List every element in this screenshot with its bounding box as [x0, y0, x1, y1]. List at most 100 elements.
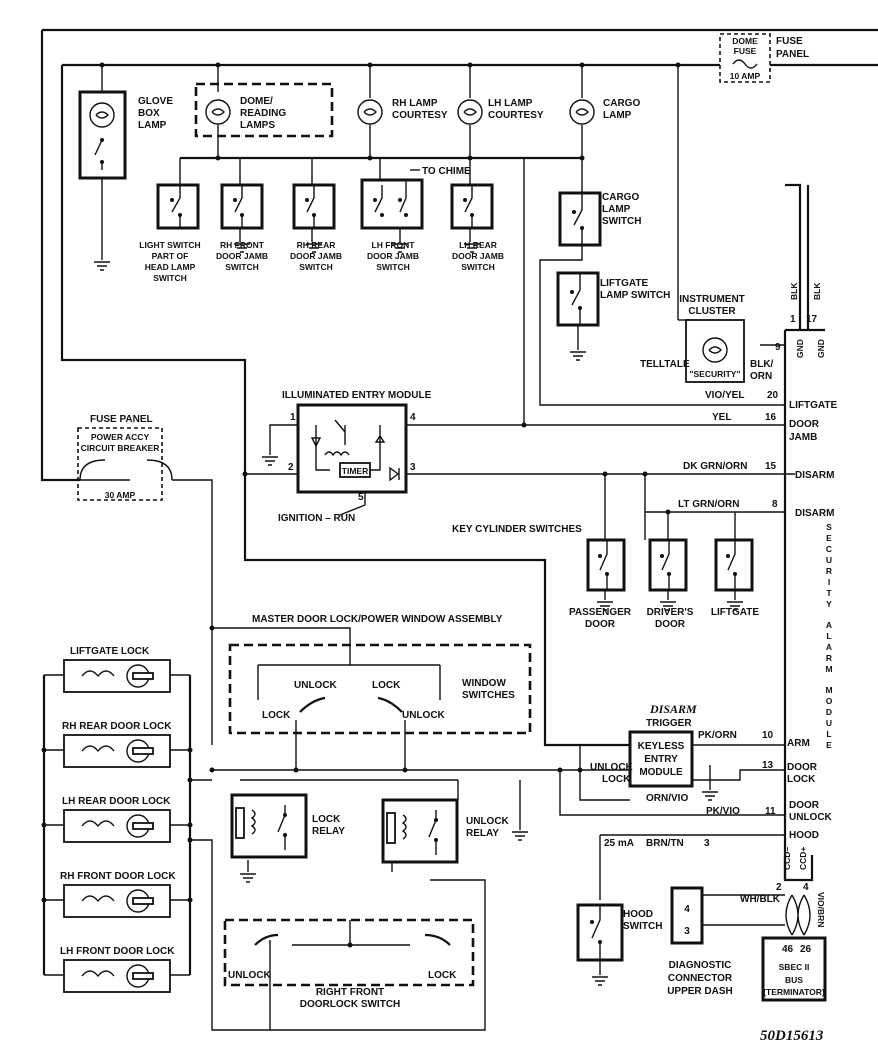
diagnostic-connector-label-2: CONNECTOR — [668, 973, 733, 984]
ignition-run-label: IGNITION – RUN — [278, 513, 355, 524]
rh-front-jamb-label-2: DOOR JAMB — [216, 251, 268, 261]
passenger-door-switch — [586, 538, 626, 592]
pk-vio-label: PK/VIO — [706, 806, 740, 817]
lh-rear-jamb-switch — [450, 183, 494, 230]
orn-vio-label: ORN/VIO — [646, 793, 688, 804]
lh-front-jamb-label-2: DOOR JAMB — [367, 251, 419, 261]
hood-terminal-label: HOOD — [789, 830, 819, 841]
svg-text:R: R — [826, 566, 832, 576]
dome-reading-label-2: READING — [240, 108, 286, 119]
security-alarm-module-label: S E C U R I T Y A L A R M M O D U L E — [825, 522, 832, 750]
drivers-door-label-2: DOOR — [655, 619, 686, 630]
key-cylinder-switches-label: KEY CYLINDER SWITCHES — [452, 524, 582, 535]
security-module-edge — [783, 328, 825, 880]
right-front-switch-label-2: DOORLOCK SWITCH — [300, 999, 401, 1010]
ignition-leader — [339, 504, 366, 516]
light-switch — [156, 183, 200, 230]
rh-lamp-courtesy-label-2: COURTESY — [392, 110, 448, 121]
fuse-panel-top-label-1: FUSE — [776, 36, 803, 47]
master-door-lock-box — [228, 643, 532, 735]
door-lock-motors — [63, 659, 171, 993]
unlock-relay-label-1: UNLOCK — [466, 816, 510, 827]
cargo-lamp-icon — [569, 99, 595, 125]
illuminated-entry-module: TIMER — [296, 403, 408, 494]
liftgate-switch-label: LIFTGATE — [711, 607, 759, 618]
unlock-right-label: UNLOCK — [402, 710, 446, 721]
blk-orn-label-1: BLK/ — [750, 359, 774, 370]
pin-8-label: 8 — [772, 499, 778, 510]
liftgate-lamp-switch-label-2: LAMP SWITCH — [600, 290, 670, 301]
diagnostic-connector-label-3: UPPER DASH — [667, 986, 733, 997]
glove-box-lamp — [78, 90, 127, 180]
rh-front-jamb-label-1: RH FRONT — [220, 240, 265, 250]
dome-reading-lamps-box — [194, 82, 334, 138]
dome-fuse-label-1: DOME — [732, 36, 758, 46]
dome-fuse-label-2: FUSE — [734, 46, 757, 56]
svg-text:C: C — [826, 544, 832, 554]
lh-front-jamb-label-1: LH FRONT — [372, 240, 416, 250]
twisted-pair-icon — [785, 894, 811, 936]
hood-pin-3-label: 3 — [704, 838, 710, 849]
cargo-lamp-label-1: CARGO — [603, 98, 640, 109]
lh-front-jamb-label-3: SWITCH — [376, 262, 410, 272]
liftgate-terminal-label: LIFTGATE — [789, 400, 837, 411]
unlock-relay — [381, 798, 459, 864]
dome-reading-label-3: LAMPS — [240, 120, 275, 131]
liftgate-lamp-switch-label-1: LIFTGATE — [600, 278, 648, 289]
sbec-pin-46: 46 — [782, 944, 794, 955]
door-jamb-terminal-label-1: DOOR — [789, 419, 820, 430]
door-unlock-terminal-label-1: DOOR — [789, 800, 820, 811]
svg-text:M: M — [825, 664, 832, 674]
cargo-lamp-label-2: LAMP — [603, 110, 632, 121]
svg-text:M: M — [825, 685, 832, 695]
disarm-trigger-label-1: DISARM — [649, 702, 697, 716]
svg-text:O: O — [826, 696, 833, 706]
security-telltale-label: "SECURITY" — [689, 369, 740, 379]
passenger-door-label-1: PASSENGER — [569, 607, 632, 618]
telltale-icon — [702, 337, 728, 363]
light-switch-label-2: PART OF — [152, 251, 189, 261]
instrument-cluster-label-2: CLUSTER — [688, 306, 736, 317]
pin-17-label: 17 — [806, 314, 818, 325]
dk-grn-orn-label: DK GRN/ORN — [683, 461, 747, 472]
svg-text:S: S — [826, 522, 832, 532]
rh-front-jamb-switch — [220, 183, 264, 230]
ccd-pin-2: 2 — [776, 882, 782, 893]
rf-rocker-icon — [254, 933, 451, 946]
lh-rear-jamb-label-3: SWITCH — [461, 262, 495, 272]
lt-grn-orn-label: LT GRN/ORN — [678, 499, 739, 510]
iem-pin-5: 5 — [358, 492, 364, 503]
sbec-label-3: (TERMINATOR) — [763, 987, 825, 997]
svg-text:A: A — [826, 620, 832, 630]
illuminated-entry-module-label: ILLUMINATED ENTRY MODULE — [282, 390, 432, 401]
timer-label: TIMER — [342, 466, 368, 476]
pin-10-label: 10 — [762, 730, 774, 741]
to-chime-label: TO CHIME — [422, 166, 471, 177]
light-switch-label-3: HEAD LAMP — [145, 262, 196, 272]
kem-label-3: MODULE — [639, 767, 683, 778]
cargo-lamp-switch — [558, 191, 602, 247]
coil-icon — [324, 451, 350, 457]
disarm-terminal-label-a: DISARM — [795, 470, 834, 481]
lamp-bulb-icon — [89, 102, 115, 128]
lock-left-label: LOCK — [262, 710, 291, 721]
instrument-cluster-label-1: INSTRUMENT — [679, 294, 745, 305]
rh-rear-jamb-label-1: RH REAR — [297, 240, 336, 250]
cargo-lamp-switch-label-3: SWITCH — [602, 216, 641, 227]
amp-30-label: 30 AMP — [105, 490, 136, 500]
disarm-trigger-label-2: TRIGGER — [646, 718, 692, 729]
lh-lamp-courtesy-label-2: COURTESY — [488, 110, 544, 121]
pin-1-label: 1 — [790, 314, 796, 325]
diagnostic-connector-label-1: DIAGNOSTIC — [669, 960, 732, 971]
liftgate-key-switch — [714, 538, 754, 592]
rh-front-door-lock-label: RH FRONT DOOR LOCK — [60, 871, 176, 882]
glove-box-lamp-label-3: LAMP — [138, 120, 167, 131]
diag-pin-4: 4 — [684, 904, 690, 915]
unlock-top-label: UNLOCK — [294, 680, 338, 691]
lh-rear-jamb-label-1: LH REAR — [459, 240, 497, 250]
vio-brn-label: VIO/BRN — [816, 892, 826, 927]
diagnostic-connector-box — [670, 886, 704, 945]
passenger-door-label-2: DOOR — [585, 619, 616, 630]
lh-front-jamb-switch — [360, 178, 424, 230]
fuse-panel-left-label: FUSE PANEL — [90, 414, 153, 425]
